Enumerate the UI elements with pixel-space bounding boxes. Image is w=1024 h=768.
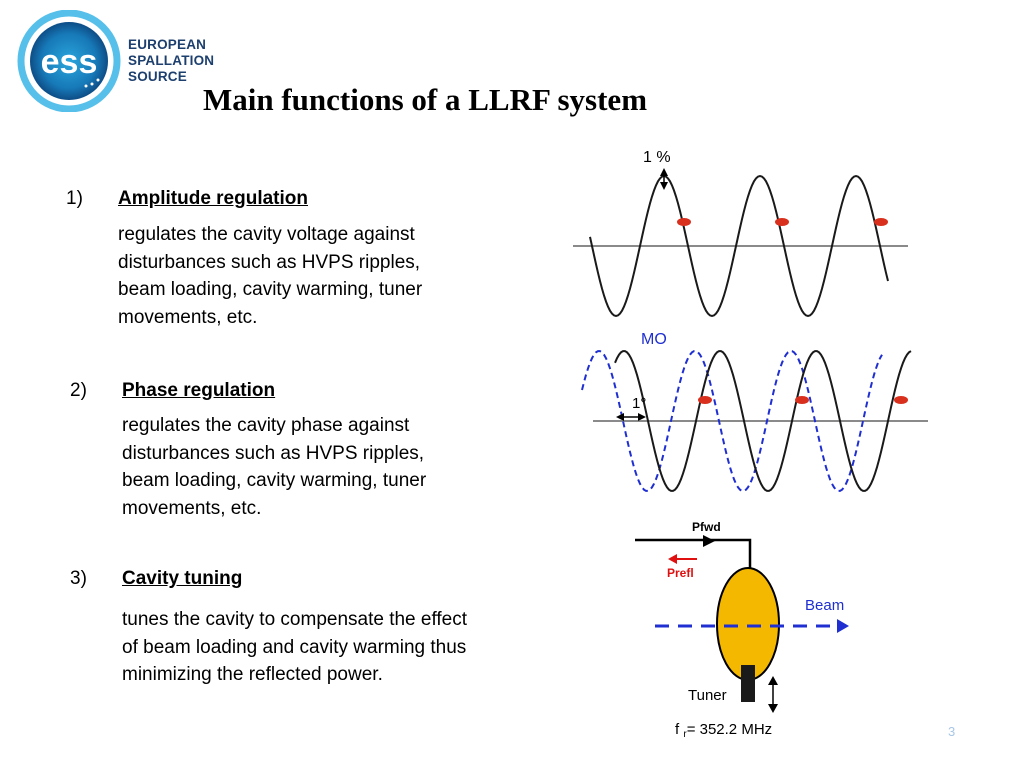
section-2-line: disturbances such as HVPS ripples, (122, 442, 425, 464)
sample-marker (698, 396, 712, 404)
section-3-heading: Cavity tuning (122, 568, 243, 589)
amplitude-arrow-up-icon (660, 168, 668, 176)
amplitude-arrow-down-icon (660, 182, 668, 190)
sample-marker (775, 218, 789, 226)
section-2-heading: Phase regulation (122, 380, 276, 401)
section-1-number: 1) (66, 188, 83, 209)
reflected-power-label: Prefl (667, 566, 694, 580)
section-1-body: regulates the cavity voltage against dis… (118, 221, 422, 331)
forward-power-arrow-icon (703, 535, 715, 547)
master-oscillator-label: MO (641, 331, 667, 348)
section-1-line: beam loading, cavity warming, tuner (118, 279, 423, 300)
reflected-power-arrow-icon (668, 554, 677, 564)
cavity-body (716, 567, 780, 681)
logo-word-european: EUROPEAN (128, 37, 207, 52)
phase-arrow-left-icon (616, 413, 624, 421)
beam-label: Beam (805, 597, 844, 614)
phase-arrow-right-icon (638, 413, 646, 421)
section-1-heading: Amplitude regulation (118, 188, 308, 209)
beam-arrow-icon (837, 619, 849, 633)
tuner-arrow-up-icon (768, 676, 778, 685)
logo-word-spallation: SPALLATION (128, 53, 215, 68)
section-3-number: 3) (70, 568, 87, 589)
tuner-plunger (741, 665, 755, 702)
forward-power-label: Pfwd (692, 520, 721, 534)
sample-marker (677, 218, 691, 226)
section-3-line: tunes the cavity to compensate the effec… (122, 609, 468, 630)
section-1-line: regulates the cavity voltage against (118, 224, 415, 245)
section-1-line: disturbances such as HVPS ripples, (118, 251, 421, 273)
section-2-body: regulates the cavity phase against distu… (122, 412, 426, 522)
tuner-arrow-down-icon (768, 704, 778, 713)
section-1-line: movements, etc. (118, 306, 258, 328)
section-2-line: regulates the cavity phase against (122, 415, 410, 436)
amplitude-tolerance-label: 1 % (643, 149, 671, 166)
section-2-line: beam loading, cavity warming, tuner (122, 470, 427, 491)
sample-marker (795, 396, 809, 404)
section-3-body: tunes the cavity to compensate the effec… (122, 606, 467, 689)
resonance-frequency-label: f r= 352.2 MHz (675, 721, 772, 740)
cavity-voltage-wave (589, 174, 889, 318)
logo-word-source: SOURCE (128, 69, 187, 84)
page-title: Main functions of a LLRF system (202, 82, 648, 117)
phase-wave-figure: MO 1° (581, 331, 928, 492)
sample-marker (894, 396, 908, 404)
section-2-line: movements, etc. (122, 497, 262, 519)
amplitude-wave-figure: 1 % (573, 149, 908, 318)
page-number: 3 (948, 724, 956, 739)
section-3-line: minimizing the reflected power. (122, 664, 383, 685)
sample-marker (874, 218, 888, 226)
section-3-line: of beam loading and cavity warming thus (122, 636, 467, 658)
cavity-phase-wave (614, 350, 912, 492)
sample-markers (698, 396, 908, 404)
sample-markers (677, 218, 888, 226)
tuner-label: Tuner (688, 687, 727, 704)
ess-logo: ess (17, 10, 121, 112)
section-2-number: 2) (70, 380, 87, 401)
phase-offset-label: 1° (632, 395, 646, 412)
cavity-tuning-figure: Pfwd Prefl Beam Tuner f r= 352.2 MHz (635, 520, 849, 740)
logo-mark: ess (41, 43, 98, 81)
